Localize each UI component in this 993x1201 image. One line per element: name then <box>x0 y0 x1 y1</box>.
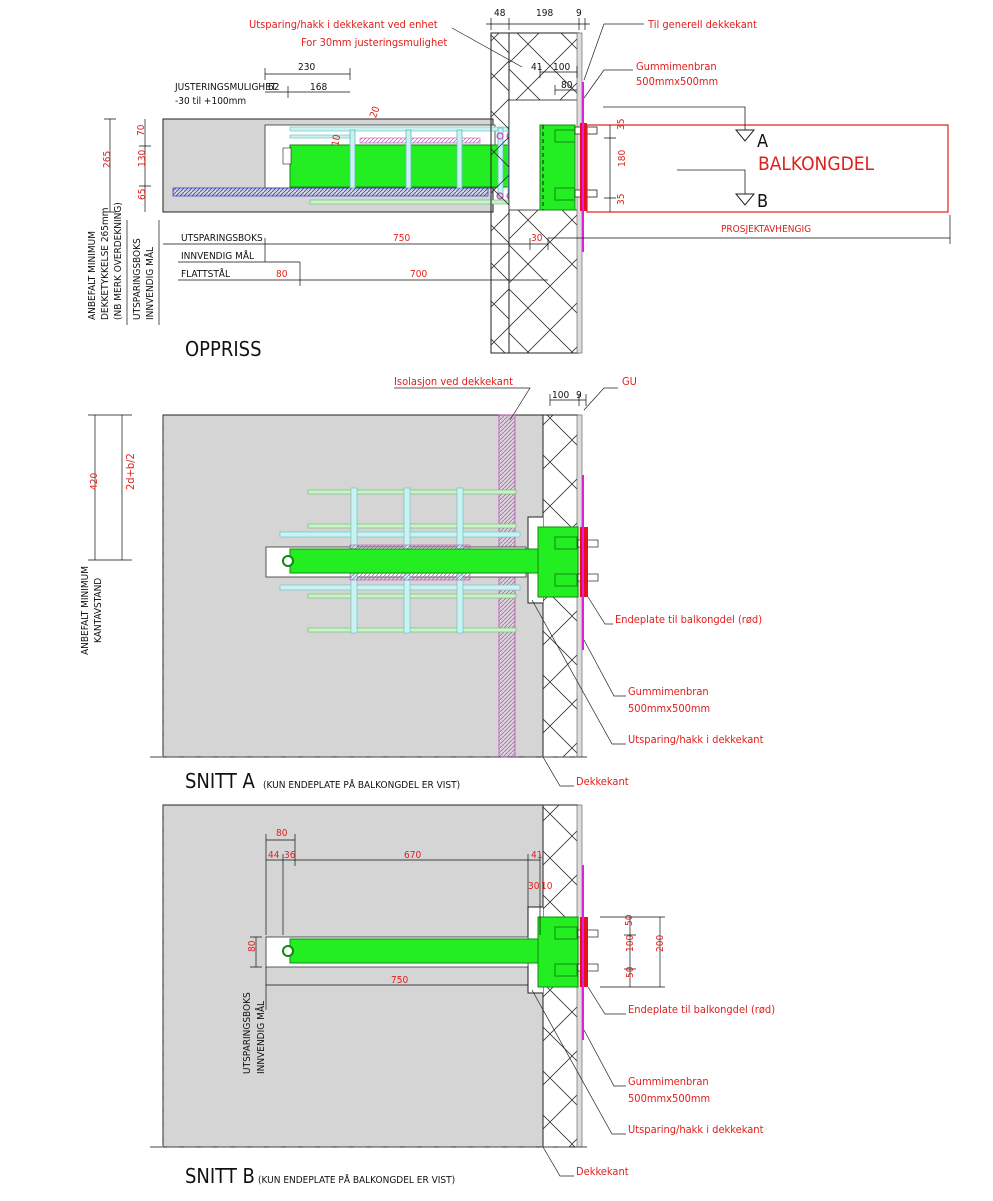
row-inner: INNVENDIG MÅL <box>181 249 254 262</box>
endplate-note-a: Endeplate til balkongdel (rød) <box>615 613 762 626</box>
recess-note-2: For 30mm justeringsmulighet <box>301 36 447 49</box>
membrane-note-2: 500mmx500mm <box>636 75 718 88</box>
dim-80b: 80 <box>276 269 288 280</box>
row-box: UTSPARINGSBOKS <box>181 233 263 244</box>
balcony-outline <box>586 124 949 213</box>
insulation-note: Isolasjon ved dekkekant <box>394 375 513 388</box>
steel-bar-a <box>289 548 539 574</box>
section-b-marker: B <box>757 191 768 212</box>
dim-65: 65 <box>137 189 148 200</box>
recess-note-1: Utsparing/hakk i dekkekant ved enhet <box>249 18 438 31</box>
membrane-note-1: Gummimenbran <box>636 60 717 73</box>
rebar-pink <box>359 137 481 144</box>
membrane-note-a2: 500mmx500mm <box>628 702 710 715</box>
b-side-l2: INNVENDIG MÅL <box>254 1001 267 1074</box>
wall-hatch <box>490 32 510 354</box>
project-note: PROSJEKTAVHENGIG <box>721 224 811 235</box>
dim-41: 41 <box>531 62 542 73</box>
dim-30: 30 <box>531 233 543 244</box>
dim-198: 198 <box>536 8 553 19</box>
snitt-a-side-l2: KANTAVSTAND <box>93 578 104 643</box>
b-dim-30: 30 <box>528 881 540 892</box>
steel-bar-end <box>282 147 292 165</box>
b-dim-80v: 80 <box>247 940 258 952</box>
snitt-a-title: SNITT A <box>185 769 256 793</box>
b-dim-50b: 50 <box>625 966 636 978</box>
dim-700: 700 <box>410 269 427 280</box>
side-l5: INNVENDIG MÅL <box>143 247 156 320</box>
adjust-label-2: -30 til +100mm <box>175 96 246 107</box>
b-dim-10: 10 <box>541 881 553 892</box>
b-dim-80: 80 <box>276 828 288 839</box>
snitt-b-note: (KUN ENDEPLATE PÅ BALKONGDEL ER VIST) <box>258 1173 455 1186</box>
endplate-note-b: Endeplate til balkongdel (rød) <box>628 1003 775 1016</box>
dim-9: 9 <box>576 8 582 19</box>
dim-20: 20 <box>368 105 382 120</box>
dim-265: 265 <box>102 151 113 168</box>
recess-note-a: Utsparing/hakk i dekkekant <box>628 733 764 746</box>
slab-plan-b <box>162 804 544 1148</box>
dim-750: 750 <box>393 233 410 244</box>
dim-70: 70 <box>136 124 147 136</box>
membrane-note-a1: Gummimenbran <box>628 685 709 698</box>
membrane-note-b1: Gummimenbran <box>628 1075 709 1088</box>
b-dim-50a: 50 <box>624 914 635 926</box>
oppriss-title: OPPRISS <box>185 337 262 361</box>
flat-steel-hatched <box>172 187 489 197</box>
dim-48: 48 <box>494 8 506 19</box>
dim-2db2: 2d+b/2 <box>124 453 137 490</box>
snitt-a-note: (KUN ENDEPLATE PÅ BALKONGDEL ER VIST) <box>263 778 460 791</box>
b-dim-36: 36 <box>284 850 296 861</box>
steel-bar-b <box>289 938 539 964</box>
rebar-bottom-green <box>309 199 521 205</box>
dim-35b: 35 <box>616 194 627 205</box>
dim-62: 62 <box>268 82 279 93</box>
side-l4: UTSPARINGSBOKS <box>132 238 143 320</box>
rebars-a <box>307 489 517 633</box>
dim-80: 80 <box>561 80 573 91</box>
b-dim-41: 41 <box>531 850 542 861</box>
gu-note: GU <box>622 375 637 388</box>
deck-edge-note-b: Dekkekant <box>576 1165 629 1178</box>
dim-130: 130 <box>137 150 148 167</box>
snitt-b-view: 80 44 36 670 41 30 10 80 750 UTSPARINGSB… <box>150 804 775 1188</box>
section-a-marker: A <box>757 131 768 152</box>
recess-note-b: Utsparing/hakk i dekkekant <box>628 1123 764 1136</box>
b-dim-670: 670 <box>404 850 421 861</box>
side-l1: ANBEFALT MINIMUM <box>87 231 98 320</box>
side-l3: (NB MERK OVERDEKNING) <box>113 202 124 320</box>
b-side-l1: UTSPARINGSBOKS <box>242 992 253 1074</box>
adjust-label-1: JUSTERINGSMULIGHET <box>174 82 277 93</box>
dim-100: 100 <box>553 62 570 73</box>
snitt-a-view: 100 9 Isolasjon ved dekkekant GU 420 2d+… <box>80 375 764 793</box>
b-dim-44: 44 <box>268 850 280 861</box>
row-flat: FLATTSTÅL <box>181 267 230 280</box>
rebar-top <box>289 126 511 132</box>
snitt-a-side-l1: ANBEFALT MINIMUM <box>80 566 91 655</box>
dim-35a: 35 <box>616 119 627 130</box>
b-dim-750: 750 <box>391 975 408 986</box>
snitt-a-d100: 100 <box>552 390 569 401</box>
dim-230: 230 <box>298 62 315 73</box>
deck-edge-note-a: Dekkekant <box>576 775 629 788</box>
balcony-label: BALKONGDEL <box>758 153 875 175</box>
dim-180: 180 <box>617 150 628 167</box>
side-l2: DEKKETYKKELSE 265mm <box>100 207 111 320</box>
dim-10: 10 <box>331 134 344 147</box>
membrane-note-b2: 500mmx500mm <box>628 1092 710 1105</box>
general-edge-note: Til generell dekkekant <box>647 18 757 31</box>
dim-420: 420 <box>89 473 100 490</box>
b-dim-100: 100 <box>625 935 636 952</box>
oppriss-view: A B BALKONGDEL Utsparing/hakk i dekkekan… <box>87 8 951 361</box>
b-dim-200: 200 <box>655 935 666 952</box>
snitt-b-title: SNITT B <box>185 1164 255 1188</box>
dim-168: 168 <box>310 82 327 93</box>
snitt-a-d9: 9 <box>576 390 582 401</box>
